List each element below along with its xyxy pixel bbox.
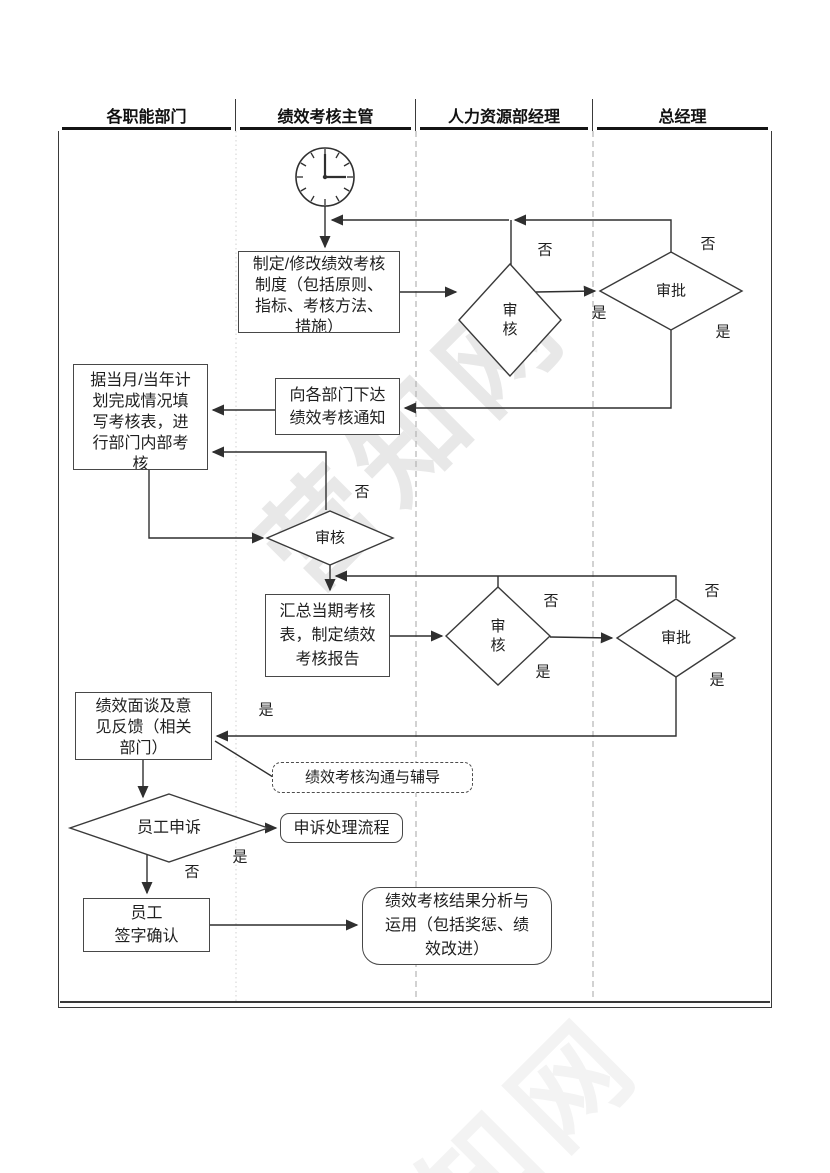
decision-approve-2-label: 审批 <box>660 629 692 647</box>
lane-header-hr-manager: 人力资源部经理 <box>416 99 593 131</box>
header-underline <box>240 127 411 130</box>
decision-approve-1-label: 审批 <box>655 282 687 300</box>
decision-review-1-label: 审 核 <box>502 302 518 338</box>
decision-approve-2-diamond <box>615 598 737 678</box>
decision-employee-appeal-diamond <box>67 793 271 863</box>
lane-dividers <box>60 131 770 1003</box>
header-underline <box>62 127 231 130</box>
branch-no-review-3: 否 <box>543 592 559 610</box>
clock-icon <box>295 147 355 207</box>
branch-yes-review-1: 是 <box>591 304 607 322</box>
decision-approve-1-diamond <box>598 251 744 331</box>
decision-review-3-label: 审 核 <box>490 618 506 654</box>
process-summarize-report-box: 汇总当期考核表，制定绩效考核报告 <box>265 594 390 677</box>
decision-review-2-diamond <box>265 510 395 566</box>
decision-review-1-diamond <box>458 262 562 378</box>
process-fill-appraisal-form-box: 据当月/当年计划完成情况填写考核表，进行部门内部考核 <box>73 364 208 470</box>
branch-yes-review-3: 是 <box>535 663 551 681</box>
process-notify-departments-box: 向各部门下达绩效考核通知 <box>275 378 400 435</box>
lane-header-departments: 各职能部门 <box>58 99 236 131</box>
process-appeal-handling-box: 申诉处理流程 <box>280 813 403 843</box>
process-communication-coaching-box: 绩效考核沟通与辅导 <box>272 762 473 793</box>
process-interview-feedback-box: 绩效面谈及意见反馈（相关部门） <box>75 692 212 760</box>
branch-no-review-1: 否 <box>537 241 553 259</box>
process-draft-policy-box: 制定/修改绩效考核制度（包括原则、指标、考核方法、措施） <box>238 251 400 333</box>
branch-no-approve-2: 否 <box>704 582 720 600</box>
branch-yes-appeal: 是 <box>232 848 248 866</box>
decision-review-2-label: 审核 <box>314 529 346 547</box>
branch-yes-approve-2-near-interview: 是 <box>258 701 274 719</box>
branch-no-appeal: 否 <box>184 863 200 881</box>
branch-no-approve-1: 否 <box>700 235 716 253</box>
lane-header-label: 人力资源部经理 <box>447 109 560 126</box>
lane-header-general-manager: 总经理 <box>593 99 772 131</box>
decision-review-3-diamond <box>444 586 552 686</box>
branch-yes-approve-2: 是 <box>709 671 725 689</box>
lane-header-label: 绩效考核主管 <box>277 109 374 126</box>
branch-no-review-2: 否 <box>354 483 370 501</box>
process-employee-sign-box: 员工 签字确认 <box>83 898 210 952</box>
lane-header-label: 各职能部门 <box>106 109 187 126</box>
diagram-frame <box>58 99 772 1008</box>
header-underline <box>597 127 768 130</box>
connectors <box>137 206 677 931</box>
lane-header-appraisal-supervisor: 绩效考核主管 <box>236 99 416 131</box>
branch-yes-approve-1: 是 <box>715 323 731 341</box>
decision-employee-appeal-label: 员工申诉 <box>136 819 202 837</box>
process-result-analysis-box: 绩效考核结果分析与运用（包括奖惩、绩效改进） <box>362 887 552 965</box>
lane-header-label: 总经理 <box>658 109 707 126</box>
header-underline <box>420 127 588 130</box>
